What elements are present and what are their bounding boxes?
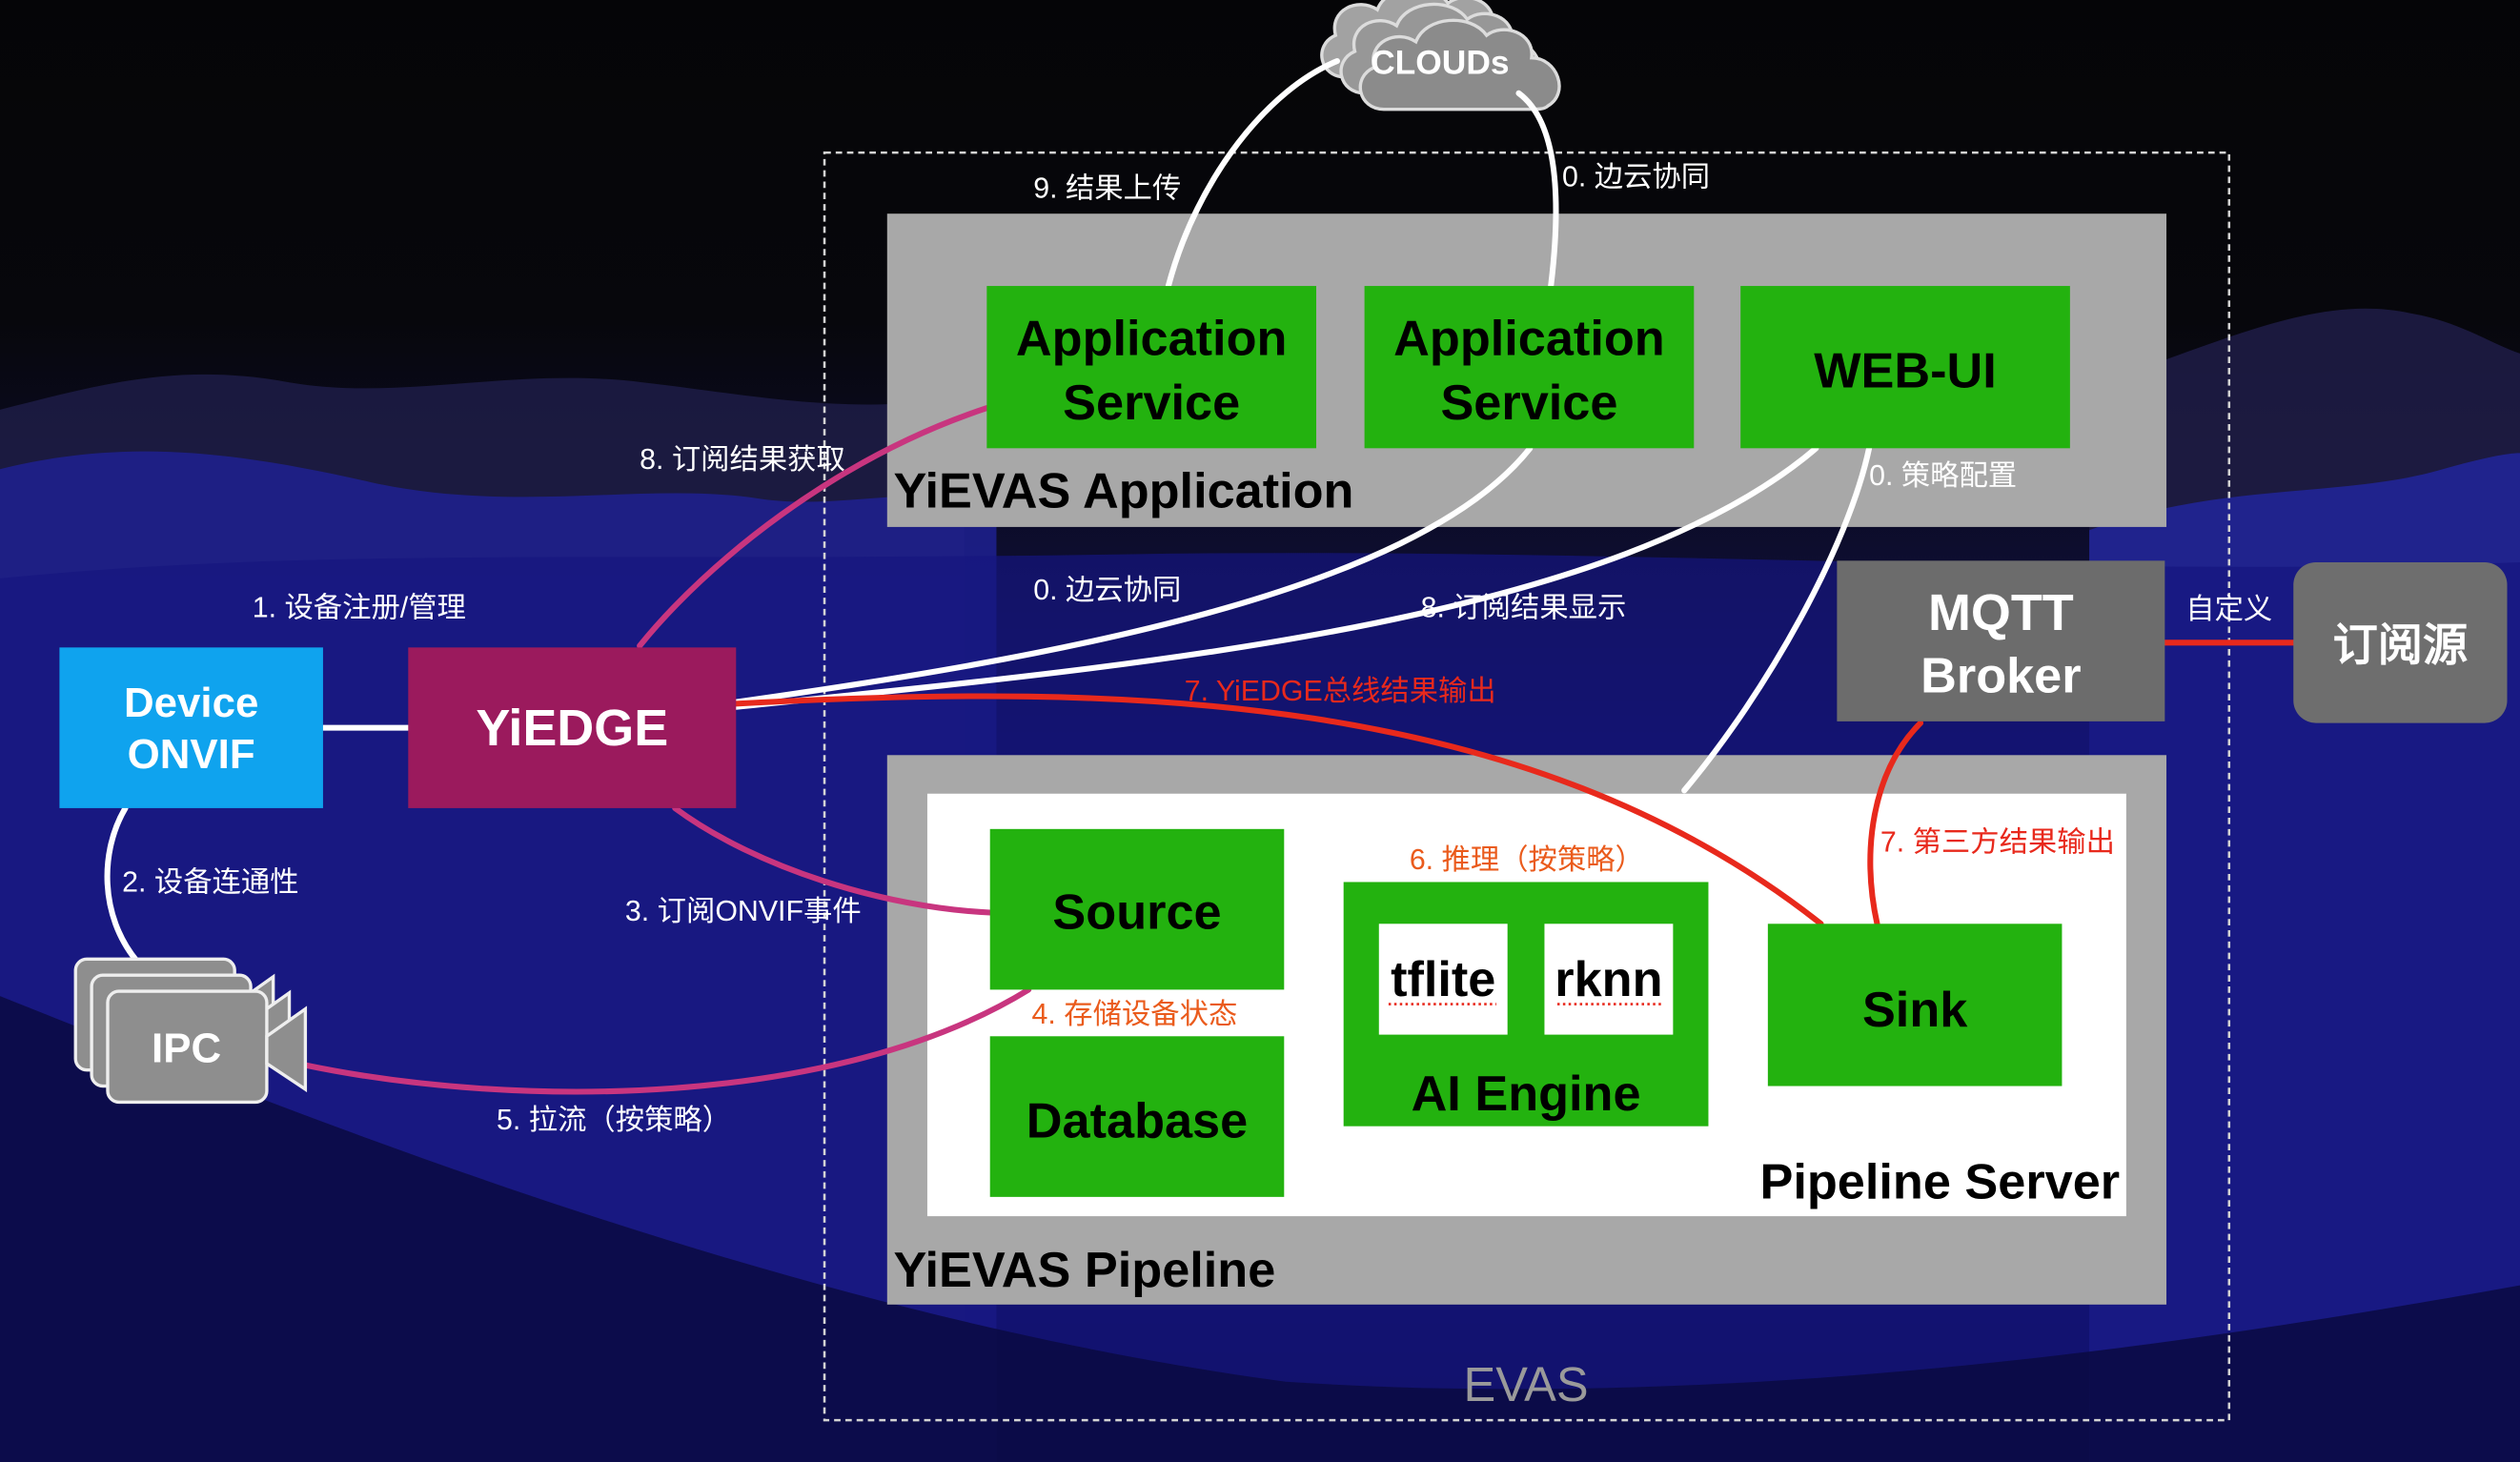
source-node: Source (989, 828, 1285, 990)
edge-label-subscribe-display: 8. 订阅结果显示 (1421, 591, 1627, 623)
edge-label-register: 1. 设备注册/管理 (253, 591, 466, 623)
yiedge-node: YiEDGE (408, 647, 737, 808)
app-service-1-line1: Application (1016, 312, 1288, 367)
device-line1: Device (124, 680, 258, 726)
edge-label-custom: 自定义 (2185, 593, 2272, 625)
pipeline-layer-title: YiEVAS Pipeline (894, 1243, 1276, 1298)
link-app-service-1-clouds (1165, 58, 1340, 290)
edge-label-subscribe-fetch: 8. 订阅结果获取 (640, 443, 845, 476)
source-label: Source (1052, 884, 1221, 940)
model-rknn-label: rknn (1555, 952, 1662, 1007)
web-ui-node: WEB-UI (1740, 286, 2070, 449)
sink-node: Sink (1767, 924, 2063, 1086)
database-node: Database (989, 1036, 1285, 1197)
link-yiedge-sink (733, 693, 1824, 927)
sink-label: Sink (1862, 983, 1968, 1038)
edge-label-bus-output: 7. YiEDGE总线结果输出 (1185, 675, 1496, 707)
app-service-2-line1: Application (1393, 312, 1665, 367)
edge-label-third-party-output: 7. 第三方结果输出 (1880, 825, 2115, 858)
device-onvif-node: Device ONVIF (59, 647, 323, 808)
link-web-ui-pipeline (1681, 445, 1873, 794)
edge-label-store-state: 4. 存储设备状态 (1032, 998, 1238, 1030)
link-yiedge-app-service-1 (637, 405, 990, 649)
evas-label: EVAS (1463, 1357, 1588, 1411)
ipc-label: IPC (152, 1025, 221, 1071)
link-mqtt-sink (1867, 720, 1924, 927)
clouds-label: CLOUDs (1371, 44, 1510, 82)
model-tflite-label: tflite (1391, 952, 1495, 1007)
edge-label-edge-cloud-mid: 0. 边云协同 (1033, 574, 1181, 606)
evas-boundary (823, 151, 2231, 1422)
pipeline-server-title: Pipeline Server (1760, 1155, 2121, 1210)
ai-engine-node: tflite rknn AI Engine (1343, 882, 1709, 1127)
application-layer-title: YiEVAS Application (894, 464, 1354, 519)
app-service-2-line2: Service (1440, 376, 1617, 431)
mqtt-broker-line1: MQTT (1928, 584, 2074, 641)
device-line2: ONVIF (128, 731, 255, 778)
ai-engine-label: AI Engine (1412, 1066, 1641, 1122)
edge-label-inference: 6. 推理（按策略） (1410, 843, 1644, 876)
edge-label-subscribe-onvif: 3. 订阅ONVIF事件 (625, 895, 862, 927)
edge-labels: 1. 设备注册/管理 2. 设备连通性 3. 订阅ONVIF事件 4. 存储设备… (122, 161, 2272, 1137)
mqtt-broker-line2: Broker (1920, 649, 2081, 704)
edge-label-upload: 9. 结果上传 (1033, 172, 1181, 204)
app-service-1-line2: Service (1063, 376, 1240, 431)
link-device-ipc (104, 804, 140, 965)
link-yiedge-app-service-2 (733, 445, 1534, 705)
subscriber-label: 订阅源 (2333, 620, 2469, 671)
model-tflite-box (1378, 924, 1508, 1035)
link-yiedge-web-ui (733, 445, 1819, 710)
yiedge-label: YiEDGE (476, 700, 668, 757)
links (104, 58, 2297, 1095)
app-service-2-node: Application Service (1364, 286, 1695, 449)
app-service-1-node: Application Service (986, 286, 1317, 449)
mqtt-broker-node: MQTT Broker (1837, 560, 2165, 721)
database-label: Database (1026, 1093, 1248, 1148)
edge-label-pull-stream: 5. 拉流（按策略） (497, 1104, 731, 1136)
subscriber-node: 订阅源 (2293, 562, 2508, 723)
link-yiedge-source (672, 804, 993, 916)
edge-label-connectivity: 2. 设备连通性 (122, 866, 298, 899)
model-rknn-box (1544, 924, 1674, 1035)
link-ipc-source (302, 986, 1032, 1095)
link-app-service-2-clouds (1515, 90, 1559, 290)
edge-label-edge-cloud-top: 0. 边云协同 (1562, 161, 1710, 193)
edge-label-policy-config: 0. 策略配置 (1869, 459, 2017, 492)
web-ui-label: WEB-UI (1814, 343, 1997, 398)
